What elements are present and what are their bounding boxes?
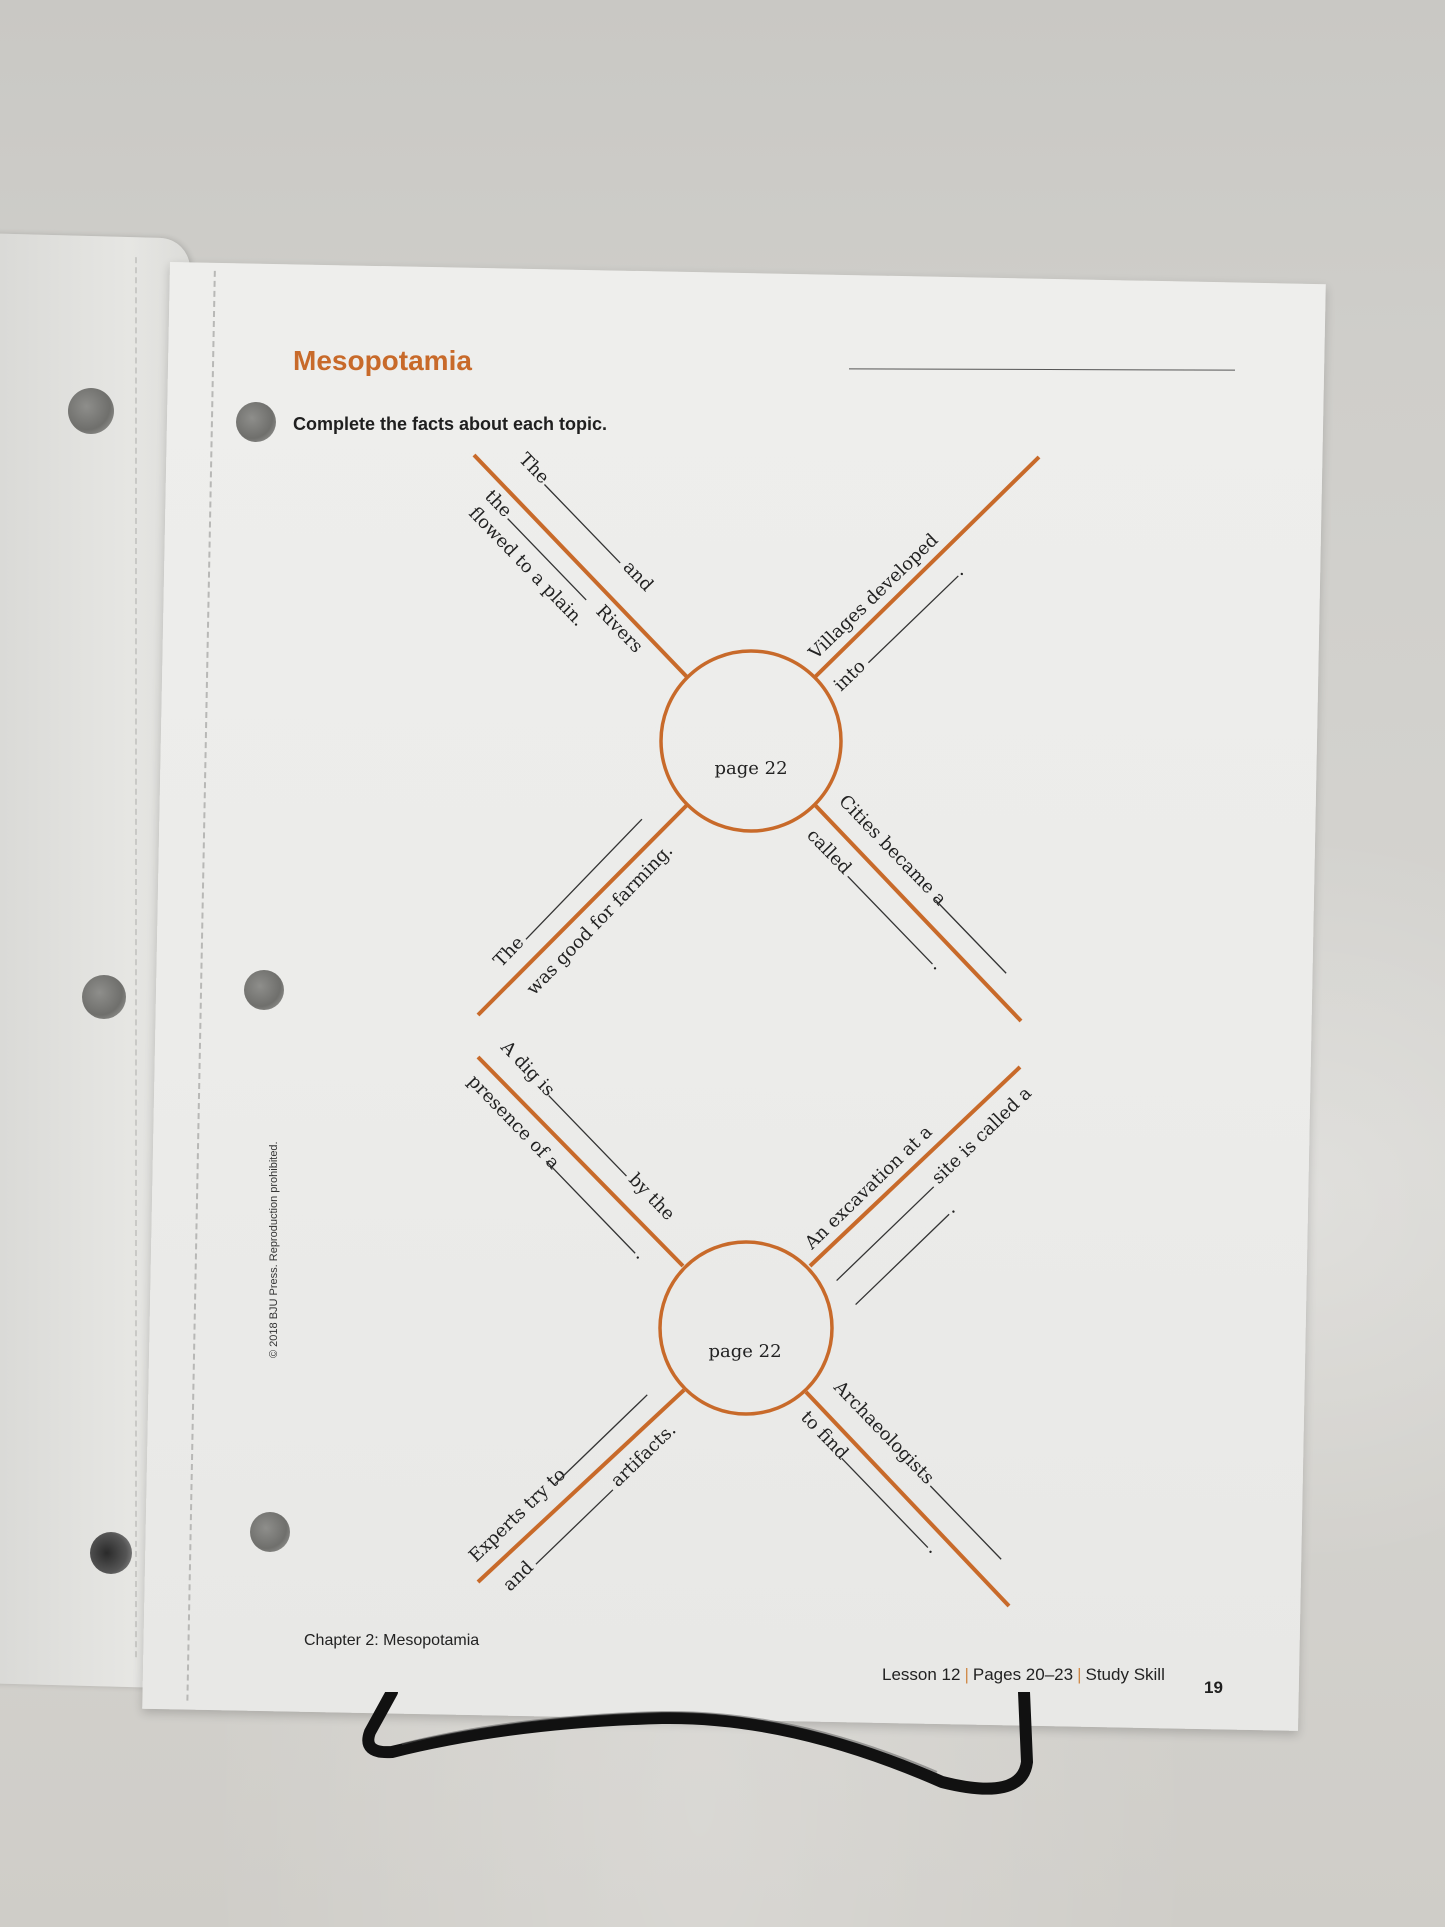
binder-hole bbox=[90, 1532, 132, 1574]
prompt-text: Cities became a bbox=[834, 791, 950, 910]
spoke-lower-left bbox=[476, 1388, 686, 1584]
topic-circle bbox=[658, 1240, 834, 1416]
divider: | bbox=[964, 1665, 969, 1684]
prompt-text: was good for farming. bbox=[522, 840, 677, 999]
wire-stand bbox=[362, 1692, 1033, 1795]
branch-lower-right: Archaeologists bbox=[829, 1376, 1002, 1560]
answer-blank[interactable] bbox=[841, 1457, 929, 1548]
prompt-text: to find bbox=[796, 1407, 852, 1464]
answer-blank[interactable] bbox=[934, 899, 1007, 974]
spider-diagram-top: page 22 The and the Rivers flowed to a p… bbox=[464, 449, 1041, 1023]
prompt-text: and bbox=[499, 1557, 538, 1596]
prompt-text: flowed to a plain. bbox=[464, 503, 589, 631]
answer-blank[interactable] bbox=[847, 875, 933, 965]
binder-hole bbox=[82, 975, 126, 1019]
prompt-text: The bbox=[514, 449, 553, 488]
answer-blank[interactable] bbox=[507, 518, 587, 601]
topic-circle bbox=[659, 649, 843, 833]
spoke-lower-right bbox=[813, 803, 1023, 1023]
answer-blank[interactable] bbox=[867, 575, 959, 664]
answer-blank[interactable] bbox=[554, 1394, 648, 1485]
answer-blank[interactable] bbox=[545, 1160, 636, 1254]
branch-lower-left-2: was good for farming. bbox=[522, 840, 677, 999]
prompt-text: . bbox=[949, 561, 968, 580]
prompt-text: . bbox=[929, 956, 948, 975]
spoke-lower-right bbox=[804, 1390, 1011, 1608]
spoke-upper-left bbox=[472, 453, 689, 679]
branch-upper-left-3: flowed to a plain. bbox=[464, 503, 589, 631]
spoke-upper-right bbox=[808, 1065, 1022, 1268]
binder-hole bbox=[236, 402, 276, 442]
prompt-text: site is called a bbox=[928, 1083, 1036, 1189]
answer-blank[interactable] bbox=[929, 1485, 1002, 1560]
answer-blank[interactable] bbox=[535, 1489, 614, 1565]
branch-upper-right: An excavation at a bbox=[800, 1121, 937, 1254]
binder-hole bbox=[68, 388, 114, 434]
footer-chapter: Chapter 2: Mesopotamia bbox=[304, 1632, 480, 1649]
prompt-text: An excavation at a bbox=[800, 1121, 937, 1254]
answer-blank[interactable] bbox=[543, 484, 621, 564]
prompt-text: called bbox=[802, 825, 855, 879]
worksheet-instructions: Complete the facts about each topic. bbox=[293, 414, 608, 434]
prompt-text: and bbox=[619, 557, 658, 596]
answer-blank[interactable] bbox=[855, 1213, 950, 1306]
page-number: 19 bbox=[1204, 1678, 1223, 1697]
page-reference: page 22 bbox=[714, 758, 787, 779]
binder-hole bbox=[244, 970, 284, 1010]
prompt-text: Experts try to bbox=[465, 1464, 570, 1567]
prompt-text: Villages developed bbox=[804, 530, 942, 665]
answer-blank[interactable] bbox=[836, 1186, 935, 1282]
answer-blank[interactable] bbox=[525, 818, 643, 940]
page-reference: page 22 bbox=[708, 1341, 781, 1362]
prompt-text: into bbox=[830, 656, 870, 696]
prompt-text: A dig is bbox=[496, 1036, 559, 1100]
spoke-lower-left bbox=[476, 803, 689, 1017]
worksheet-title: Mesopotamia bbox=[293, 345, 472, 376]
footer-pages: Pages 20–23 bbox=[972, 1665, 1074, 1684]
prompt-text: The bbox=[489, 932, 528, 971]
prompt-text: . bbox=[941, 1199, 960, 1218]
branch-upper-left-2: presence of a . bbox=[463, 1071, 650, 1264]
footer-lesson-info: Lesson 12|Pages 20–23|Study Skill bbox=[882, 1665, 1165, 1685]
footer-skill: Study Skill bbox=[1085, 1665, 1165, 1684]
spider-diagram-bottom: page 22 A dig is by the presence of a . … bbox=[463, 1036, 1036, 1608]
branch-lower-right: Cities became a bbox=[834, 791, 1007, 974]
divider: | bbox=[1077, 1665, 1082, 1684]
branch-upper-right: Villages developed bbox=[804, 530, 942, 665]
footer-lesson: Lesson 12 bbox=[882, 1665, 961, 1684]
binder-hole bbox=[250, 1512, 290, 1552]
spoke-upper-left bbox=[476, 1055, 685, 1268]
prompt-text: . bbox=[924, 1539, 943, 1558]
prompt-text: . bbox=[632, 1245, 651, 1264]
answer-blank[interactable] bbox=[548, 1095, 627, 1177]
spoke-upper-right bbox=[813, 455, 1041, 679]
